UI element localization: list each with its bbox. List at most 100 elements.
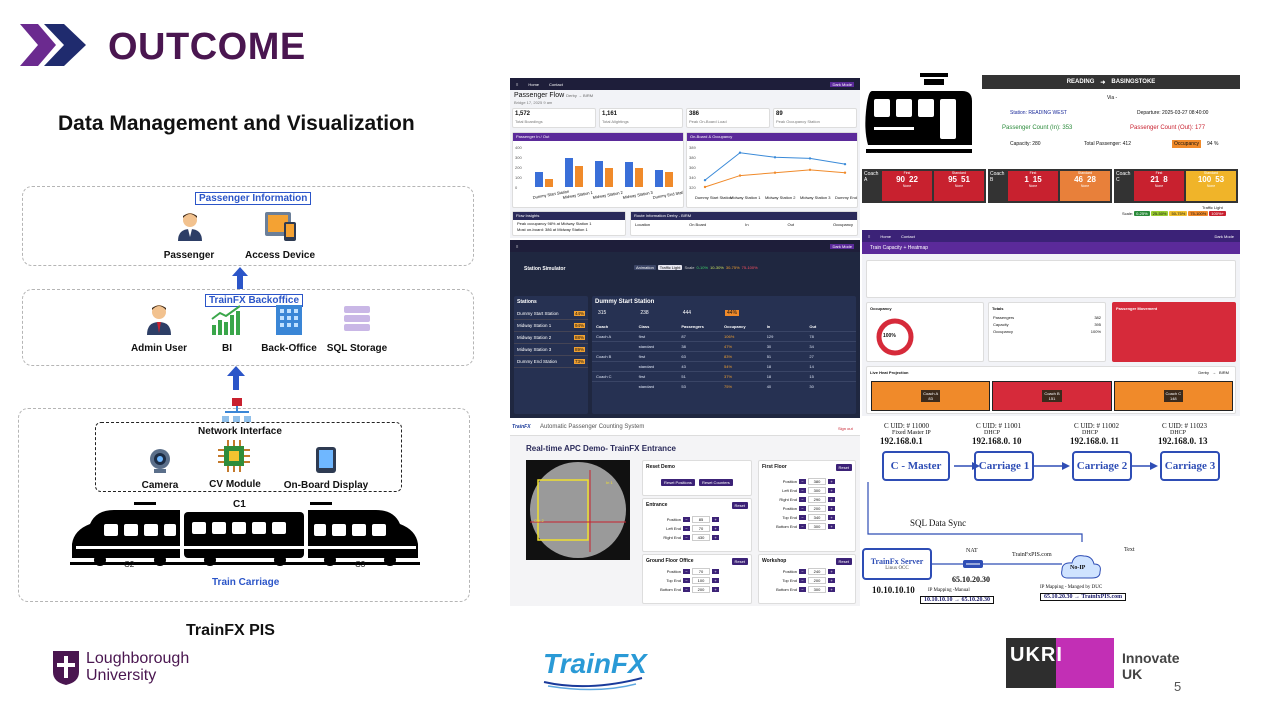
reset-positions-button[interactable]: Reset Positions	[661, 479, 695, 486]
increment-button[interactable]: +	[828, 506, 835, 511]
decrement-button[interactable]: −	[799, 587, 806, 592]
stations-title: Stations	[517, 299, 537, 305]
decrement-button[interactable]: −	[799, 506, 806, 511]
apc-logo: TrainFX	[512, 424, 531, 430]
table-cell: 75%	[724, 384, 733, 389]
control-value[interactable]: 380	[808, 478, 826, 485]
count-in: Passenger Count (In): 353	[1002, 125, 1073, 131]
increment-button[interactable]: +	[712, 569, 719, 574]
increment-button[interactable]: +	[712, 526, 719, 531]
nav-home[interactable]: Home	[880, 233, 892, 239]
control-value[interactable]: 85	[692, 516, 710, 523]
reset-counters-button[interactable]: Reset Counters	[699, 479, 733, 486]
control-value[interactable]: 300	[808, 523, 826, 530]
station-name: Midway Station 3	[517, 347, 552, 352]
control-value[interactable]: 340	[808, 514, 826, 521]
dark-mode-toggle[interactable]: Dark Mode	[830, 243, 854, 249]
nav-contact[interactable]: Contact	[549, 81, 563, 87]
nav-contact[interactable]: Contact	[901, 233, 915, 239]
y-tick: 320	[689, 185, 696, 190]
x-tick: Midway Station 1	[730, 195, 761, 200]
decrement-button[interactable]: −	[799, 479, 806, 484]
increment-button[interactable]: +	[712, 517, 719, 522]
table-cell: 18	[766, 374, 772, 379]
nav-home[interactable]: Home	[528, 81, 540, 87]
increment-button[interactable]: +	[828, 515, 835, 520]
increment-button[interactable]: +	[828, 479, 835, 484]
decrement-button[interactable]: −	[683, 569, 690, 574]
workshop-reset-button[interactable]: Reset	[835, 558, 852, 565]
node-ip: 192.168.0. 10	[972, 436, 1022, 446]
trainfxpis-label: TrainFxPIS.com	[1012, 552, 1052, 558]
control-value[interactable]: 240	[808, 568, 826, 575]
point	[808, 157, 812, 160]
count-out: Passenger Count (Out): 177	[1130, 125, 1206, 131]
control-value[interactable]: 200	[692, 586, 710, 593]
decrement-button[interactable]: −	[683, 517, 690, 522]
increment-button[interactable]: +	[712, 578, 719, 583]
menu-icon[interactable]: ≡	[516, 81, 519, 87]
control-value[interactable]: 300	[808, 586, 826, 593]
first-floor-reset-button[interactable]: Reset	[835, 464, 852, 471]
x-tick: Midway Station 3	[800, 195, 831, 200]
stat-value: 89	[776, 111, 783, 117]
decrement-button[interactable]: −	[683, 578, 690, 583]
animation-tab[interactable]: Animation	[634, 265, 656, 270]
increment-button[interactable]: +	[712, 587, 719, 592]
node-box: Carriage 1	[974, 451, 1034, 481]
decrement-button[interactable]: −	[799, 578, 806, 583]
decrement-button[interactable]: −	[683, 535, 690, 540]
increment-button[interactable]: +	[828, 488, 835, 493]
increment-button[interactable]: +	[828, 497, 835, 502]
traffic-light-tab[interactable]: Traffic Light	[657, 265, 683, 270]
control-row: Position−85+	[643, 515, 751, 524]
increment-button[interactable]: +	[712, 535, 719, 540]
bar	[535, 172, 543, 187]
control-value[interactable]: 430	[692, 534, 710, 541]
increment-button[interactable]: +	[828, 587, 835, 592]
control-value[interactable]: 300	[808, 487, 826, 494]
menu-icon[interactable]: ≡	[868, 233, 871, 239]
increment-button[interactable]: +	[828, 524, 835, 529]
control-value[interactable]: 290	[808, 496, 826, 503]
decrement-button[interactable]: −	[799, 569, 806, 574]
ground-reset-button[interactable]: Reset	[731, 558, 748, 565]
decrement-button[interactable]: −	[799, 524, 806, 529]
increment-button[interactable]: +	[828, 569, 835, 574]
sign-out-link[interactable]: Sign out	[838, 426, 853, 431]
trainfx-logo-text: TrainFX	[543, 648, 647, 679]
table-cell	[596, 364, 639, 369]
table-cell: 15	[809, 374, 814, 379]
increment-button[interactable]: +	[828, 578, 835, 583]
decrement-button[interactable]: −	[683, 526, 690, 531]
decrement-button[interactable]: −	[683, 587, 690, 592]
passenger-information-box	[22, 186, 474, 266]
capacity-label: Capacity	[993, 322, 1009, 327]
decrement-button[interactable]: −	[799, 515, 806, 520]
entrance-reset-button[interactable]: Reset	[731, 502, 748, 509]
dark-mode-toggle[interactable]: Dark Mode	[830, 81, 854, 87]
table-cell: 54%	[724, 364, 733, 369]
bar	[605, 168, 613, 187]
menu-icon[interactable]: ≡	[516, 243, 519, 249]
control-value[interactable]: 70	[692, 525, 710, 532]
dark-mode-toggle[interactable]: Dark Mode	[1214, 233, 1234, 239]
node-sub: DHCP	[1170, 430, 1187, 436]
count-in: 1	[1024, 175, 1029, 184]
control-value[interactable]: 200	[808, 577, 826, 584]
control-value[interactable]: 200	[808, 505, 826, 512]
control-value[interactable]: 70	[692, 568, 710, 575]
decrement-button[interactable]: −	[799, 488, 806, 493]
table-cell: 38	[681, 344, 686, 349]
decrement-button[interactable]: −	[799, 497, 806, 502]
point	[738, 174, 742, 177]
control-value[interactable]: 100	[692, 577, 710, 584]
